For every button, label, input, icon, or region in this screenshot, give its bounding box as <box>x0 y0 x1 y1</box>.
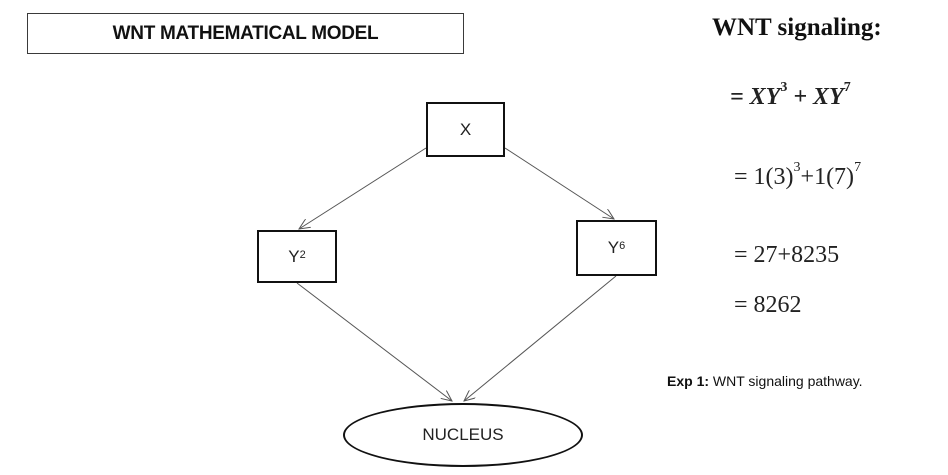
arrow-y6-to-nucleus <box>464 275 617 401</box>
node-y-squared-base: Y <box>288 246 300 266</box>
arrow-x-to-y2 <box>299 147 427 229</box>
nucleus-ellipse: NUCLEUS <box>343 403 583 467</box>
substitution-exponent-2: 7 <box>854 160 862 175</box>
node-x: X <box>426 102 505 157</box>
equation-sum: = 27+8235 <box>734 242 840 268</box>
caption-label: Exp 1: <box>667 373 710 389</box>
equations-heading: WNT signaling: <box>712 14 882 41</box>
equation-result: = 8262 <box>734 292 802 318</box>
formula-exponent-2: 7 <box>843 80 851 95</box>
node-y-sixth-exponent: 6 <box>619 240 626 252</box>
arrow-y2-to-nucleus <box>296 282 452 401</box>
formula-middle: + XY <box>787 84 844 110</box>
caption-text: WNT signaling pathway. <box>709 373 863 389</box>
nucleus-label: NUCLEUS <box>422 425 504 444</box>
substitution-exponent-1: 3 <box>793 160 801 175</box>
node-x-label: X <box>459 119 472 139</box>
node-y-squared-exponent: 2 <box>299 248 306 261</box>
equation-substitution: = 1(3)3+1(7)7 <box>734 160 861 191</box>
substitution-middle: +1(7) <box>800 164 855 190</box>
diagram-title: WNT MATHEMATICAL MODEL <box>27 13 464 54</box>
substitution-prefix: = 1(3) <box>734 164 794 190</box>
arrow-x-to-y6 <box>504 147 614 219</box>
equation-formula: = XY3 + XY7 <box>730 80 851 111</box>
node-y-sixth-base: Y <box>607 238 620 257</box>
formula-prefix: = XY <box>730 84 781 110</box>
formula-exponent-1: 3 <box>780 80 788 95</box>
figure-caption: Exp 1: WNT signaling pathway. <box>667 373 863 389</box>
